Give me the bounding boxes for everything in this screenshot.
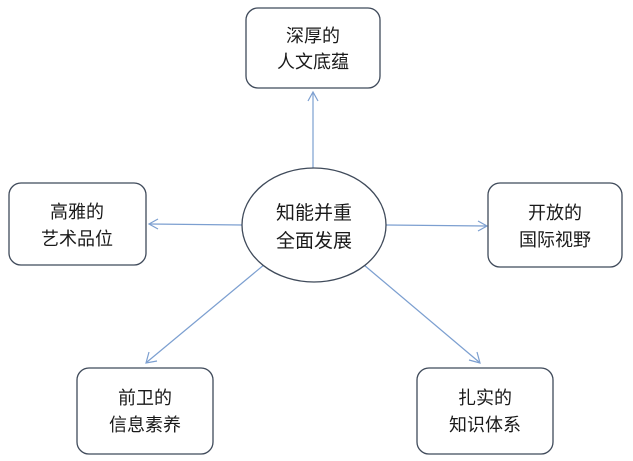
arrowhead-right <box>477 220 489 232</box>
connector-to-left <box>149 223 243 226</box>
node-top-line2: 人文底蕴 <box>277 52 349 73</box>
center-line2: 全面发展 <box>276 230 352 252</box>
connectors <box>145 90 489 364</box>
node-left-line1: 高雅的 <box>50 202 104 223</box>
arrowhead-bottom-right <box>468 351 481 364</box>
node-bottom-right-box <box>416 367 554 455</box>
node-bottom-left-line1: 前卫的 <box>118 388 172 409</box>
connector-to-bottom-right <box>363 264 480 363</box>
arrowhead-left <box>147 218 159 230</box>
node-left: 高雅的 艺术品位 <box>8 182 147 266</box>
arrowhead-bottom-left <box>145 351 158 364</box>
center-line1: 知能并重 <box>276 202 352 224</box>
node-left-line2: 艺术品位 <box>41 229 113 250</box>
node-bottom-left: 前卫的 信息素养 <box>76 367 214 455</box>
node-bottom-left-box <box>76 367 214 455</box>
node-bottom-right-line1: 扎实的 <box>458 388 512 409</box>
center-node: 知能并重 全面发展 <box>241 167 387 283</box>
node-right-line2: 国际视野 <box>519 230 591 251</box>
node-bottom-left-line2: 信息素养 <box>109 415 181 436</box>
node-bottom-right-line2: 知识体系 <box>449 415 521 436</box>
node-right: 开放的 国际视野 <box>487 182 623 268</box>
node-left-box <box>8 182 147 266</box>
node-top-box <box>245 7 381 89</box>
connector-to-right <box>385 224 487 227</box>
connector-to-bottom-left <box>146 263 266 363</box>
node-top-line1: 深厚的 <box>286 26 340 47</box>
node-right-line1: 开放的 <box>528 203 582 224</box>
arrowhead-top <box>307 90 319 102</box>
node-bottom-right: 扎实的 知识体系 <box>416 367 554 455</box>
center-ellipse <box>241 167 387 283</box>
node-top: 深厚的 人文底蕴 <box>245 7 381 89</box>
node-right-box <box>487 182 623 268</box>
